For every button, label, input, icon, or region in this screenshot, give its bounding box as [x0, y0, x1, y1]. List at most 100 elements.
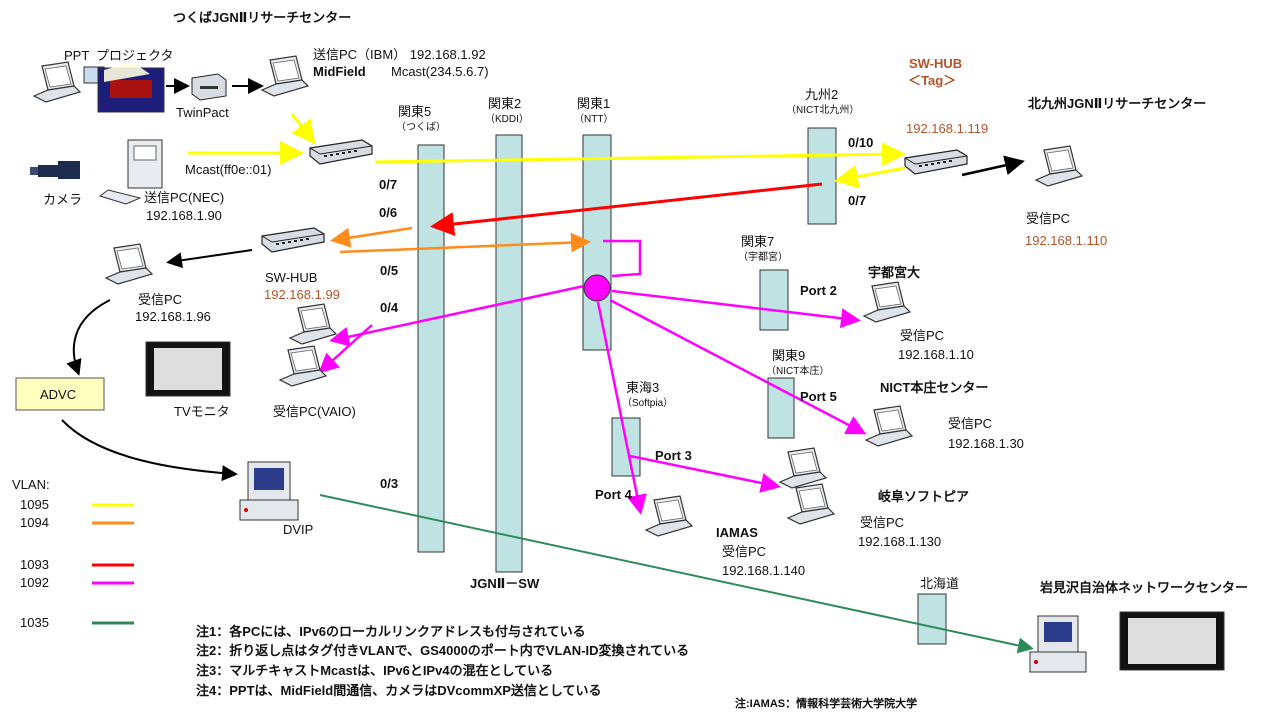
link-vlan1092-to-gifu [629, 454, 781, 493]
swhub-main-icon [309, 139, 373, 165]
kanto7-sub: （宇都宮） [738, 252, 788, 263]
swhub-left-label: SW-HUB [265, 270, 318, 285]
legend-label-1093: 1093 [20, 557, 49, 572]
advc-label: ADVC [40, 387, 77, 402]
recv-gifu-laptop-icon-2 [787, 483, 835, 525]
tokai3-label: 東海3 [626, 380, 660, 395]
recv-gifu-label: 受信PC [860, 515, 905, 530]
recv-kyushu-ip: 192.168.1.110 [1025, 233, 1108, 248]
recv-vaio-label: 受信PC(VAIO) [273, 404, 356, 419]
kanto2-sub: （KDDI） [485, 114, 529, 125]
kanto2-label: 関東2 [488, 96, 522, 111]
arrow-recv-to-advc [66, 299, 111, 376]
twinpact-label: TwinPact [176, 105, 229, 120]
note-2: 注2：折り返し点はタグ付きVLANで、GS4000のポート内でVLAN-ID変換… [196, 643, 690, 658]
port-3: Port 3 [655, 448, 692, 463]
node-kanto2 [495, 134, 523, 573]
ppt-laptop-icon [33, 61, 81, 103]
dvip-desktop-icon [239, 461, 299, 521]
port-0-10: 0/10 [848, 135, 874, 150]
link-vlan1094-b [339, 232, 591, 254]
port-4: Port 4 [595, 487, 632, 502]
swhub-tag-label: SW-HUB [909, 56, 963, 71]
port-0-7b: 0/7 [848, 193, 867, 208]
swhub-tag-ip: 192.168.1.119 [906, 121, 989, 136]
legend-title: VLAN: [12, 477, 50, 492]
sender-ibm-midfield-label: MidField [313, 64, 366, 79]
sender-ibm-mcast-label: Mcast(234.5.6.7) [391, 64, 489, 79]
recv-iamas-label: 受信PC [722, 544, 767, 559]
tsukuba-center-label: つくばJGNⅡリサーチセンター [173, 10, 352, 25]
kanto1-sub: （NTT） [574, 114, 614, 125]
arrow-hub-to-recv [961, 155, 1025, 177]
recv-honjo-ip: 192.168.1.30 [948, 436, 1024, 451]
mcast-ff0e-label: Mcast(ff0e::01) [185, 162, 272, 177]
recv-honjo-label: 受信PC [948, 416, 993, 431]
port-0-7a: 0/7 [379, 177, 398, 192]
tokai3-sub: （Softpia） [622, 398, 674, 409]
dvip-label: DVIP [283, 522, 314, 537]
swhub-tag-icon [904, 149, 968, 175]
recv-left-label: 受信PC [138, 292, 183, 307]
nict-honjo-center-label: NICT本庄センター [880, 380, 989, 395]
port-0-6: 0/6 [379, 205, 398, 220]
sender-ibm-label: 送信PC（IBM） 192.168.1.92 [313, 47, 486, 62]
port-2: Port 2 [800, 283, 837, 298]
ppt-label: PPT [64, 48, 90, 63]
legend-label-1092: 1092 [20, 575, 49, 590]
recv-gifu-laptop-icon-1 [779, 447, 827, 489]
kanto9-label: 関東9 [772, 348, 806, 363]
iwamizawa-desktop-icon [1029, 615, 1087, 673]
node-kanto9 [767, 377, 795, 439]
sender-nec-label: 送信PC(NEC) [144, 190, 225, 205]
port-0-4: 0/4 [380, 300, 399, 315]
gifu-label: 岐阜ソフトピア [878, 489, 970, 504]
recv-left-ip: 192.168.1.96 [135, 309, 211, 324]
port-0-3: 0/3 [380, 476, 399, 491]
tv-monitor-icon [145, 341, 231, 397]
recv-left-laptop-icon [105, 243, 153, 285]
kyushu2-sub: （NICT北九州） [786, 105, 860, 116]
note-4: 注4：PPTは、MidField間通信、カメラはDVcommXP送信としている [196, 683, 602, 698]
iamas-label: IAMAS [716, 525, 758, 540]
recv-iamas-ip: 192.168.1.140 [722, 563, 806, 578]
legend-label-1094: 1094 [20, 515, 49, 530]
port-0-5: 0/5 [380, 263, 399, 278]
link-vlan1092-to-honjo [609, 298, 867, 435]
link-vlan1095-trunk [374, 142, 906, 167]
arrow-advc-to-dvip [61, 419, 238, 482]
link-vlan1094-a [330, 226, 413, 248]
kanto7-label: 関東7 [741, 234, 775, 249]
recv-gifu-ip: 192.168.1.130 [858, 534, 942, 549]
kitakyushu-center-label: 北九州JGNⅡリサーチセンター [1028, 96, 1207, 111]
link-vlan1092-loop [603, 239, 642, 278]
footnote-iamas: 注:IAMAS：情報科学芸術大学院大学 [735, 698, 918, 710]
note-1: 注1：各PCには、IPv6のローカルリンクアドレスも付与されている [196, 624, 586, 639]
link-vlan1092-to-utsunomiya [611, 289, 861, 329]
legend-label-1035: 1035 [20, 615, 49, 630]
recv-utsunomiya-label: 受信PC [900, 328, 945, 343]
recv-iamas-laptop-icon [645, 495, 693, 537]
kanto9-sub: （NICT本庄） [766, 366, 830, 377]
legend-label-1095: 1095 [20, 497, 49, 512]
link-vlan1092-to-iamas [596, 301, 647, 515]
kyushu2-label: 九州2 [805, 87, 839, 102]
kanto5-label: 関東5 [398, 104, 432, 119]
jgn-sw-label: JGNⅡ－SW [470, 576, 540, 591]
recv-honjo-laptop-icon [865, 405, 913, 447]
advc-box-icon [15, 377, 105, 411]
node-kanto5 [417, 144, 445, 553]
link-vlan1095-ibm-to-hub [290, 113, 316, 145]
recv-kyushu-label: 受信PC [1026, 211, 1071, 226]
tv-monitor-label: TVモニタ [174, 404, 230, 419]
projector-icon [83, 62, 165, 113]
projector-label: プロジェクタ [96, 48, 174, 63]
link-vlan1093 [430, 182, 823, 236]
multicast-branch-point [583, 274, 611, 302]
node-hokkaido [917, 593, 947, 645]
node-kanto1 [582, 134, 612, 351]
recv-utsunomiya-ip: 192.168.1.10 [898, 347, 974, 362]
iwamizawa-center-label: 岩見沢自治体ネットワークセンター [1040, 580, 1249, 595]
node-kanto7 [759, 269, 789, 331]
